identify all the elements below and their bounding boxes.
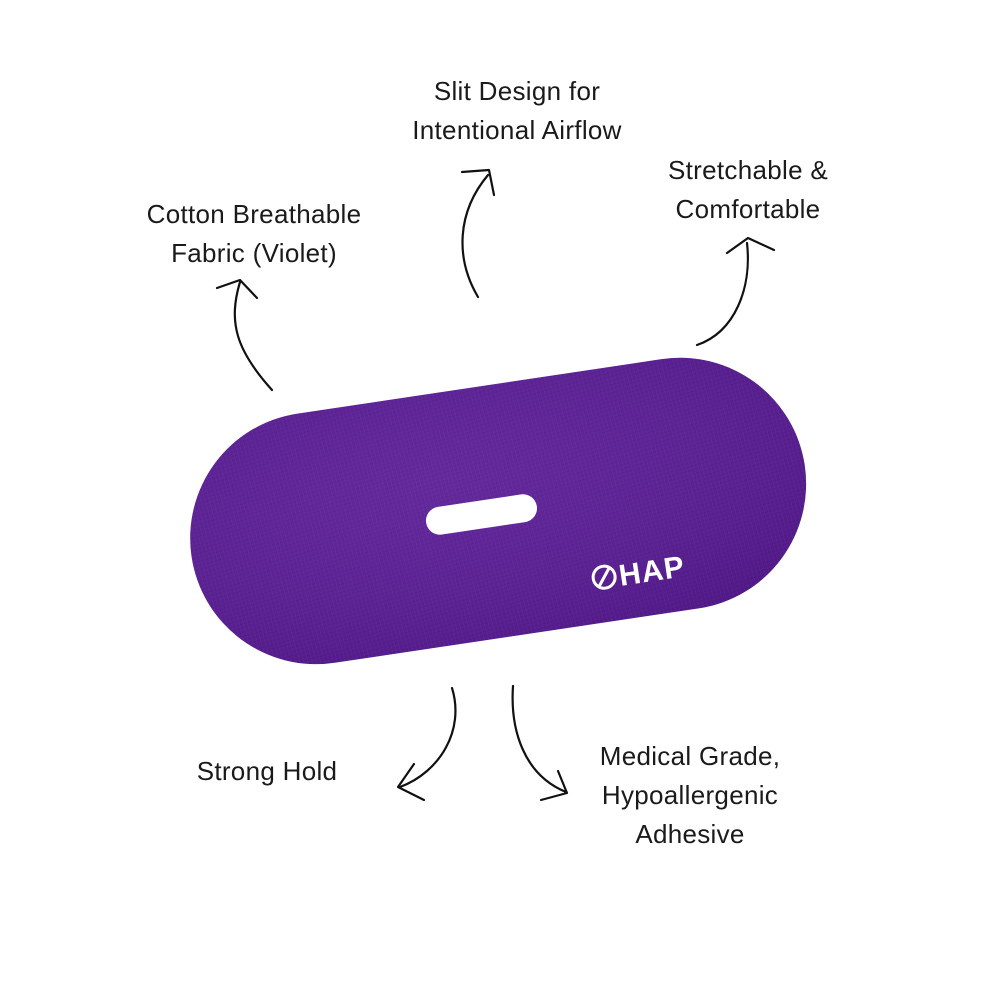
nasal-patch	[190, 357, 807, 665]
label-strong-hold: Strong Hold	[175, 752, 359, 791]
label-stretchable: Stretchable & Comfortable	[640, 151, 856, 229]
label-line: Fabric (Violet)	[171, 238, 337, 268]
label-line: Intentional Airflow	[412, 115, 622, 145]
label-line: Strong Hold	[196, 756, 338, 786]
label-line: Cotton Breathable	[146, 199, 362, 229]
label-line: Comfortable	[675, 194, 821, 224]
curved-arrow-icon	[460, 168, 496, 299]
airflow-slit	[425, 494, 538, 535]
label-line: Hypoallergenic	[601, 780, 779, 810]
label-slit-design: Slit Design for Intentional Airflow	[385, 72, 649, 150]
label-line: Slit Design for	[433, 76, 601, 106]
curved-arrow-icon	[215, 278, 274, 392]
curved-arrow-icon	[511, 684, 569, 802]
label-line: Stretchable &	[668, 155, 828, 185]
label-line: Medical Grade,	[599, 741, 781, 771]
label-line: Adhesive	[635, 819, 745, 849]
curved-arrow-icon	[396, 686, 457, 802]
curved-arrow-icon	[695, 236, 776, 347]
label-medical-grade: Medical Grade, Hypoallergenic Adhesive	[570, 737, 810, 854]
label-cotton-fabric: Cotton Breathable Fabric (Violet)	[120, 195, 388, 273]
circle-slash-logo-icon	[591, 564, 617, 590]
